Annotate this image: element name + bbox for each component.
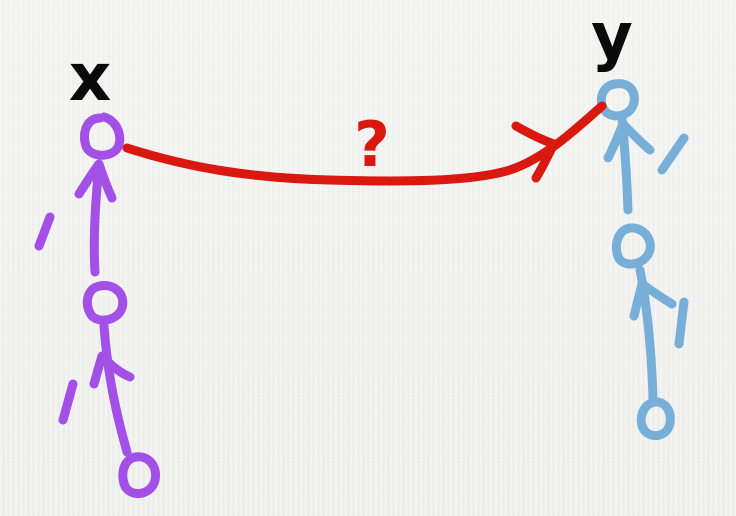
target-edge-upper-arrowhead <box>603 119 655 163</box>
source-edge-lower <box>99 321 132 457</box>
source-edge-upper <box>89 160 104 277</box>
target-tick-lower <box>674 297 689 349</box>
source-edge-upper-arrowhead <box>74 159 117 203</box>
target-edge-lower-arrowhead <box>629 279 677 321</box>
mapping-question-mark: ? <box>354 108 390 181</box>
target-tick-upper <box>657 133 689 175</box>
source-label-x: x <box>69 39 112 116</box>
target-label-y: y <box>591 0 633 74</box>
mapping-arrow-head <box>511 121 559 183</box>
source-chain <box>34 112 161 499</box>
source-tick-upper <box>34 212 55 251</box>
source-edge-lower-arrowhead <box>89 351 135 389</box>
source-node-middle <box>82 281 128 325</box>
source-node-top <box>80 112 125 160</box>
target-chain <box>596 79 689 441</box>
target-node-top <box>596 79 639 121</box>
source-node-bottom <box>118 452 161 499</box>
target-node-bottom <box>636 397 675 441</box>
source-tick-lower <box>58 379 78 425</box>
mapping-arrow <box>122 101 607 186</box>
target-node-middle <box>611 223 655 269</box>
